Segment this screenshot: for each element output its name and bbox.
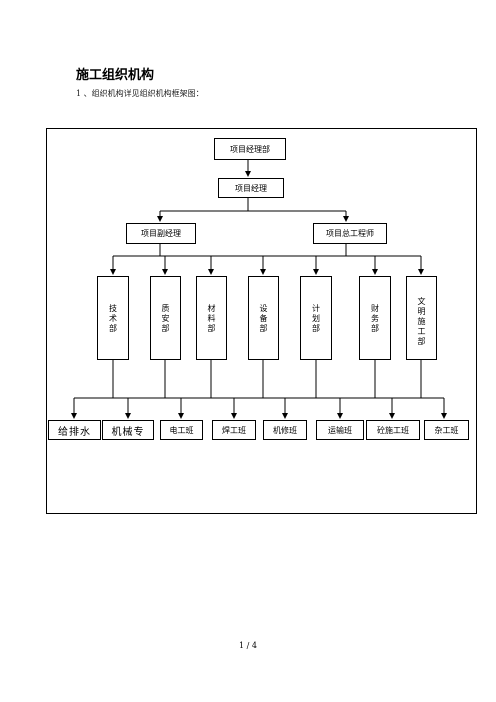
node-team-transport: 运输班 [316, 420, 364, 440]
dept-label: 材料部 [207, 304, 216, 333]
node-dept-planning: 计划部 [300, 276, 332, 360]
node-dept-finance: 财务部 [359, 276, 391, 360]
dept-label: 质安部 [161, 304, 170, 333]
node-deputy-manager: 项目副经理 [126, 223, 196, 244]
node-dept-civilized-construction: 文明施工部 [406, 276, 437, 360]
node-team-machinery: 机械专 [102, 420, 154, 440]
node-team-electrician: 电工班 [160, 420, 203, 440]
node-team-general: 杂工班 [424, 420, 469, 440]
dept-label: 设备部 [259, 304, 268, 333]
node-dept-equipment: 设备部 [248, 276, 279, 360]
page-title: 施工组织机构 [76, 68, 155, 83]
node-project-dept: 项目经理部 [214, 138, 286, 160]
node-project-manager: 项目经理 [218, 178, 284, 198]
node-team-welder: 焊工班 [212, 420, 256, 440]
node-team-concrete: 砼施工班 [366, 420, 420, 440]
dept-label: 文明施工部 [417, 297, 426, 346]
node-team-repair: 机修班 [263, 420, 307, 440]
org-chart-frame [46, 128, 477, 514]
dept-label: 财务部 [371, 304, 379, 333]
dept-label: 技术部 [109, 304, 117, 333]
node-chief-engineer: 项目总工程师 [313, 223, 387, 244]
intro-text: 1 、组织机构详见组织机构框架图： [76, 89, 204, 98]
node-dept-quality-safety: 质安部 [150, 276, 181, 360]
page-number: 1 / 4 [239, 641, 257, 650]
node-dept-materials: 材料部 [196, 276, 227, 360]
node-team-plumbing: 给排水 [48, 420, 101, 440]
node-dept-technical: 技术部 [97, 276, 129, 360]
dept-label: 计划部 [312, 304, 320, 333]
